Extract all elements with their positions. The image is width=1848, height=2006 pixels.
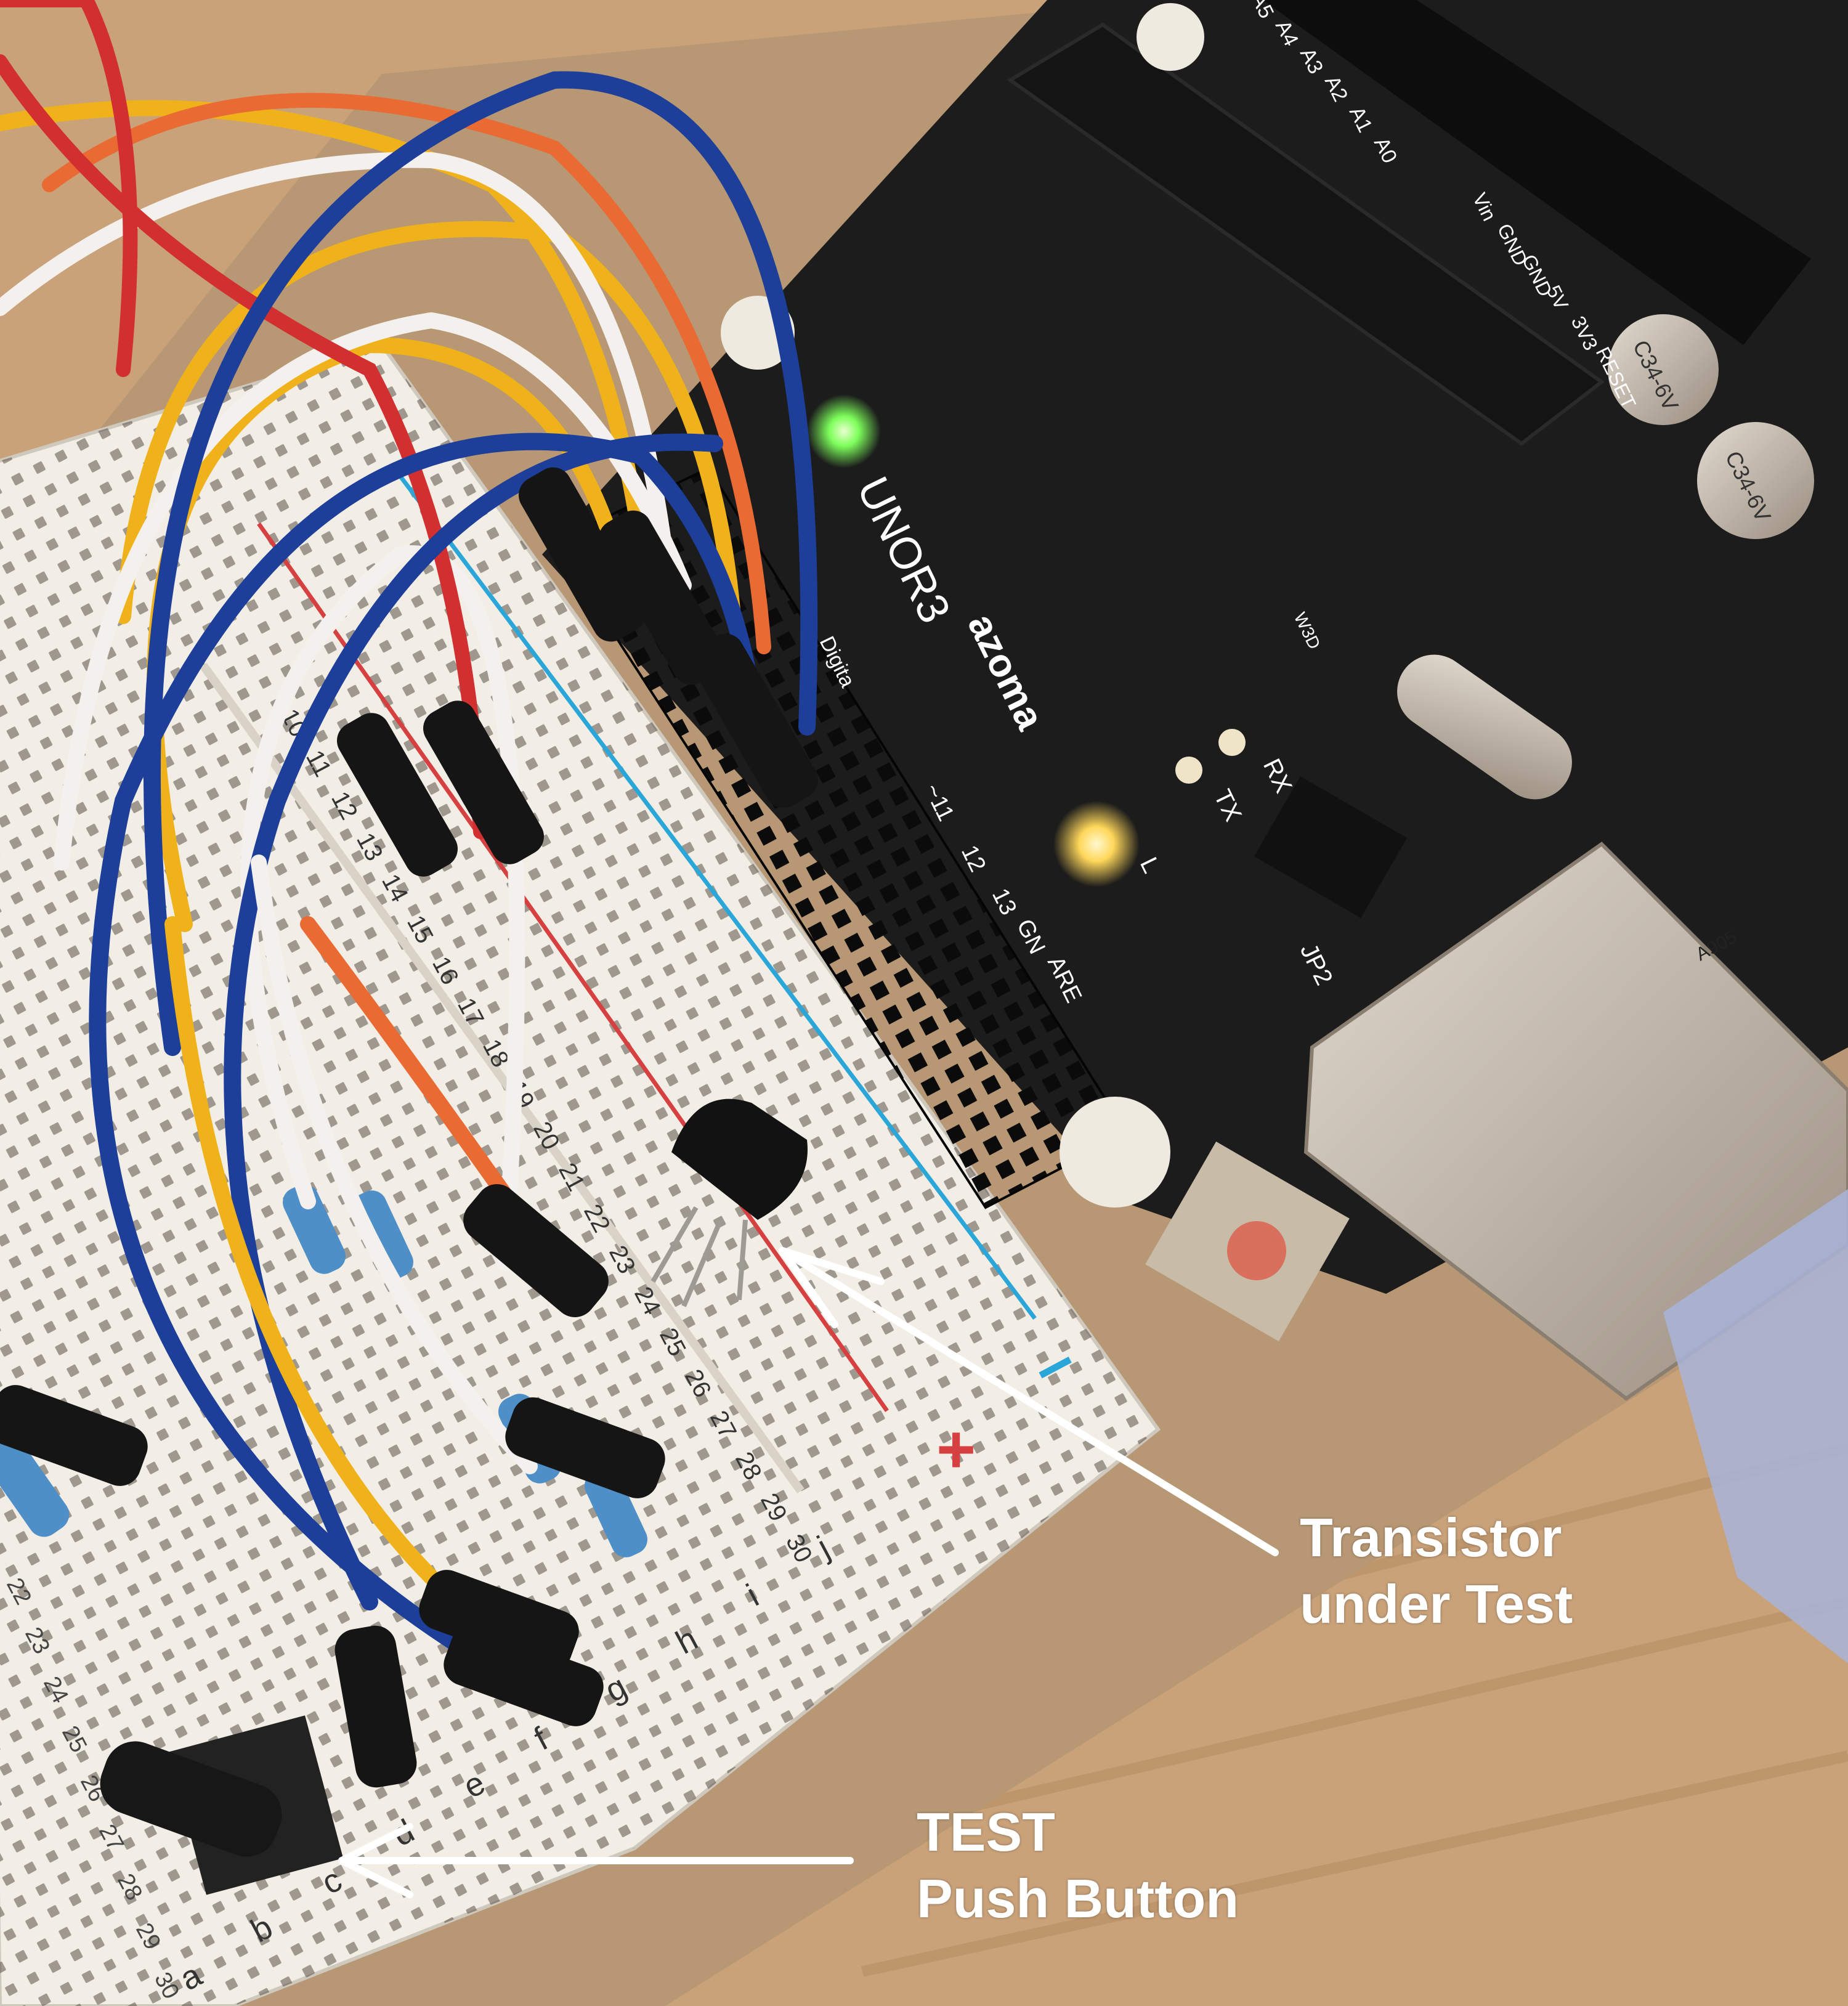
standoff: [1060, 1097, 1170, 1208]
wire-connectors: [0, 467, 818, 1788]
center-channel: [200, 662, 804, 1494]
capacitor: [1697, 422, 1814, 539]
rail-plus-symbol: +: [936, 1411, 976, 1487]
transistor-callout-line2: under Test: [1300, 1574, 1573, 1634]
push-button-callout: TEST Push Button: [917, 1799, 1239, 1932]
transistor-callout: Transistor under Test: [1300, 1504, 1573, 1638]
usb-chip: [1254, 776, 1408, 918]
capacitor: [1608, 314, 1719, 425]
push-button-arrow: [338, 1823, 854, 1898]
top-header: [1263, 0, 1811, 345]
rail-blue-line: [392, 466, 1037, 1320]
transistor-callout-line1: Transistor: [1300, 1507, 1562, 1568]
transistor: [650, 1098, 808, 1307]
arduino-board: azoma UNOR3 Digita RX TX L JP2 ~11 12 13…: [542, 0, 1848, 1663]
jumper-wires: [0, 0, 818, 1660]
led: [1218, 729, 1246, 756]
transistor-arrow: [779, 1247, 1279, 1556]
standoff: [1137, 3, 1204, 71]
reset-button-cap: [1227, 1221, 1286, 1280]
usb-cable: [1663, 1189, 1848, 1663]
crystal: [1397, 654, 1572, 800]
usb-connector: [1303, 842, 1848, 1401]
atmega-chip: [1007, 22, 1605, 446]
rail-red-line: [257, 522, 889, 1413]
led: [1175, 757, 1202, 784]
push-button-callout-line2: Push Button: [917, 1868, 1239, 1929]
push-button-callout-line1: TEST: [917, 1801, 1055, 1862]
power-led-glow: [807, 394, 881, 468]
push-button: [100, 1715, 344, 1895]
l-led-glow: [1053, 801, 1140, 887]
